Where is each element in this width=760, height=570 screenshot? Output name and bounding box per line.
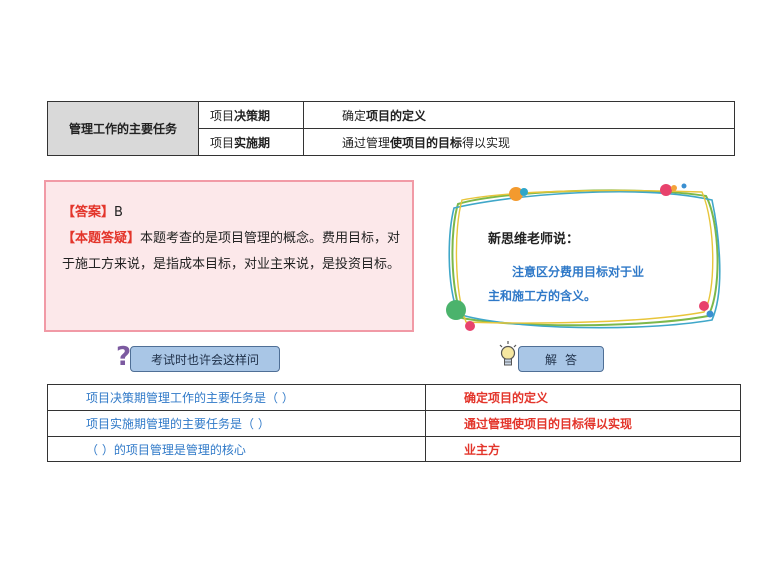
answer-tag: 【答案】 xyxy=(62,205,115,220)
table-row: 项目决策期管理工作的主要任务是（ ） 确定项目的定义 xyxy=(48,385,740,411)
task-key: 项目的定义 xyxy=(366,108,427,123)
task-table-header: 管理工作的主要任务 xyxy=(48,102,199,155)
qa-question: 项目实施期管理的主要任务是（ ） xyxy=(48,411,426,436)
decor-dot xyxy=(706,310,714,318)
decor-dot xyxy=(699,301,709,311)
teacher-note: 注意区分费用目标对于业 主和施工方的含义。 xyxy=(488,260,698,308)
decor-dot xyxy=(446,300,466,320)
qa-answer: 通过管理使项目的目标得以实现 xyxy=(464,417,633,431)
period-prefix: 项目 xyxy=(210,108,235,123)
period-cell: 项目决策期 xyxy=(198,102,304,128)
answer-value: B xyxy=(114,205,123,220)
decor-dot xyxy=(509,187,523,201)
decor-dot xyxy=(681,183,687,189)
exam-label: 考试时也许会这样问 xyxy=(130,346,280,372)
decor-dot xyxy=(660,184,672,196)
teacher-note-line: 主和施工方的含义。 xyxy=(488,289,597,303)
answer-label: 解答 xyxy=(518,346,604,372)
qa-answer: 确定项目的定义 xyxy=(464,391,549,405)
teacher-bubble xyxy=(446,183,721,331)
task-prefix: 确定 xyxy=(342,108,367,123)
period-name: 实施期 xyxy=(234,135,271,150)
lightbulb-icon xyxy=(499,341,517,366)
teacher-title: 新思维老师说： xyxy=(488,232,580,247)
decor-dot xyxy=(465,321,475,331)
task-cell: 通过管理使项目的目标得以实现 xyxy=(304,129,734,155)
qa-question: 项目决策期管理工作的主要任务是（ ） xyxy=(48,385,426,410)
task-table-row: 项目实施期 通过管理使项目的目标得以实现 xyxy=(198,129,734,155)
explain-tag: 【本题答疑】 xyxy=(62,231,141,246)
task-suffix: 得以实现 xyxy=(462,135,511,150)
task-prefix: 通过管理 xyxy=(342,135,391,150)
teacher-note-line: 注意区分费用目标对于业 xyxy=(512,265,645,279)
answer-text: 【答案】B 【本题答疑】本题考查的是项目管理的概念。费用目标，对于施工方来说，是… xyxy=(62,200,402,278)
decor-dot xyxy=(520,188,528,196)
decor-dot xyxy=(671,185,677,191)
qa-answer: 业主方 xyxy=(464,443,501,457)
explain-text: 本题考查的是项目管理的概念。费用目标，对于施工方来说，是指成本目标，对业主来说，… xyxy=(62,231,401,272)
qa-table: 项目决策期管理工作的主要任务是（ ） 确定项目的定义 项目实施期管理的主要任务是… xyxy=(47,384,741,462)
qa-question: （ ）的项目管理是管理的核心 xyxy=(48,437,426,462)
task-key: 使项目的目标 xyxy=(390,135,463,150)
task-table-row: 项目决策期 确定项目的定义 xyxy=(198,102,734,129)
answer-box: 【答案】B 【本题答疑】本题考查的是项目管理的概念。费用目标，对于施工方来说，是… xyxy=(44,180,414,332)
period-name: 决策期 xyxy=(234,108,271,123)
task-table: 管理工作的主要任务 项目决策期 确定项目的定义 项目实施期 通过管理使项目的目标… xyxy=(47,101,735,156)
task-cell: 确定项目的定义 xyxy=(304,102,734,128)
table-row: 项目实施期管理的主要任务是（ ） 通过管理使项目的目标得以实现 xyxy=(48,411,740,437)
table-row: （ ）的项目管理是管理的核心 业主方 xyxy=(48,437,740,462)
period-cell: 项目实施期 xyxy=(198,129,304,155)
question-mark-icon: ? xyxy=(116,342,132,372)
period-prefix: 项目 xyxy=(210,135,235,150)
